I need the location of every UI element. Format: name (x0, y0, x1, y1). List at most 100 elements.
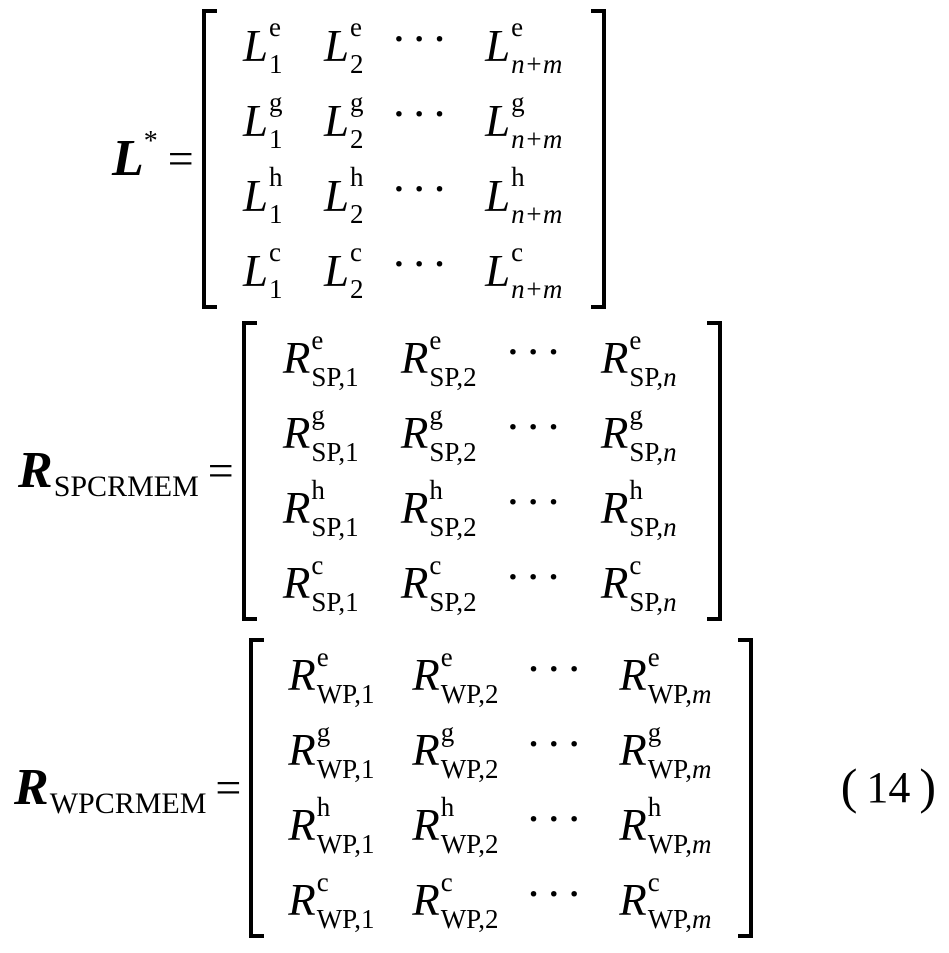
open-paren: ( (840, 758, 858, 814)
ellipsis: ··· (518, 638, 598, 713)
ellipsis: ··· (385, 9, 463, 84)
entry-subscript-roman: 1 (268, 49, 283, 79)
entry-subscript-italic: n+m (511, 199, 563, 229)
entry-subscript: WP,1 (317, 680, 375, 708)
ellipsis-dots: ··· (507, 333, 569, 371)
entry-subscript-italic: m (691, 903, 712, 934)
entry-subscript: WP,m (648, 903, 712, 934)
entry-subscript-italic: m (691, 828, 712, 859)
right-bracket (738, 638, 754, 938)
entry-subscript: 2 (350, 126, 364, 153)
lhs-subscript: WPCRMEM (49, 787, 207, 820)
equals-sign: = (167, 132, 194, 184)
ellipsis: ··· (518, 788, 598, 863)
entry-superscript: c (311, 549, 324, 580)
lhs-symbol: R (14, 759, 49, 816)
entry-superscript: g (349, 87, 364, 117)
entry-superscript: e (429, 324, 442, 355)
entry-base: R (600, 483, 629, 533)
entry-base: L (242, 170, 268, 221)
entry-subscript-roman: SP,2 (429, 586, 477, 617)
entry-superscript: e (440, 641, 453, 672)
entry-subscript: WP,2 (441, 905, 499, 933)
entry-subscript-roman: 2 (349, 49, 364, 79)
entry-subscript-roman: SP, (629, 361, 664, 392)
lhs-symbol: L (112, 129, 144, 187)
ellipsis-dots: ··· (393, 21, 455, 58)
entry-subscript-roman: SP,1 (311, 361, 359, 392)
entry-superscript: h (268, 162, 283, 192)
equation-number-value: 14 (866, 763, 911, 812)
entry-subscript: n+m (511, 276, 562, 303)
entry-subscript-roman: WP,1 (316, 753, 375, 784)
entry-superscript: g (311, 399, 325, 430)
entry-superscript: c (629, 549, 642, 580)
entry-superscript: h (647, 791, 662, 822)
entry-superscript: g (316, 716, 331, 747)
close-paren: ) (919, 758, 936, 814)
entry-superscript: g (268, 87, 283, 117)
entry-superscript: h (429, 474, 443, 505)
ellipsis-dots: ··· (527, 725, 589, 763)
lhs-symbol: R (18, 442, 53, 499)
entry-subscript: 1 (269, 126, 283, 153)
entry-subscript: WP,1 (317, 905, 375, 933)
entry-subscript: SP,n (629, 588, 676, 616)
entry-base: L (242, 245, 268, 296)
entry-subscript: WP,m (647, 828, 712, 859)
entry-subscript: SP,2 (429, 438, 476, 466)
entry-superscript: g (440, 716, 455, 747)
entry-subscript: n+m (511, 126, 562, 153)
entry-base: R (619, 875, 647, 925)
ellipsis-dots: ··· (507, 483, 569, 521)
entry-superscript: g (629, 399, 643, 430)
entry-superscript: c (647, 866, 660, 897)
entry-subscript-roman: WP, (647, 828, 692, 859)
entry-base: L (485, 95, 511, 146)
entry-subscript-roman: 2 (349, 124, 364, 154)
entry-base: R (288, 800, 316, 850)
entry-base: R (288, 650, 316, 700)
entry-base: R (282, 558, 311, 608)
entry-subscript: SP,n (629, 513, 676, 541)
entry-base: R (600, 333, 629, 383)
entry-superscript: c (316, 866, 329, 897)
